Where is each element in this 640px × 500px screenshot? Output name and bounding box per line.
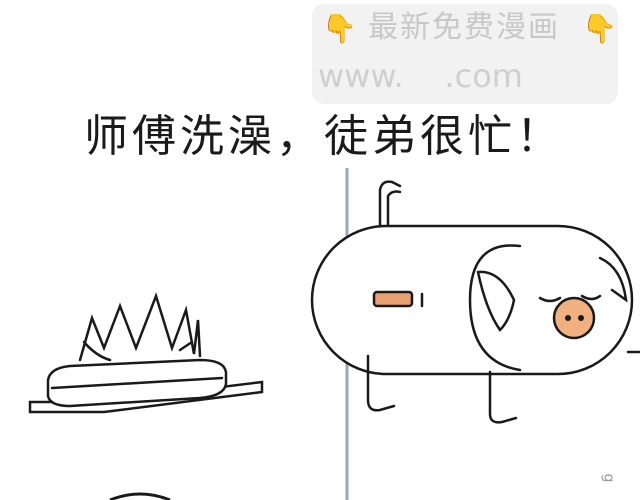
watermark-url: www. .com [318, 57, 523, 95]
watermark-banner: 👇 最新免费漫画 👇 www. .com [312, 4, 618, 104]
pointing-down-hand-icon: 👇 [322, 12, 357, 45]
towel-rack [28, 292, 264, 414]
pig-water-heater [310, 180, 640, 424]
pointing-down-hand-icon: 👇 [582, 12, 617, 45]
character-hair [109, 492, 171, 500]
caption-text: 师傅洗澡，徒弟很忙！ [84, 111, 564, 162]
watermark-title: 最新免费漫画 [368, 10, 560, 45]
